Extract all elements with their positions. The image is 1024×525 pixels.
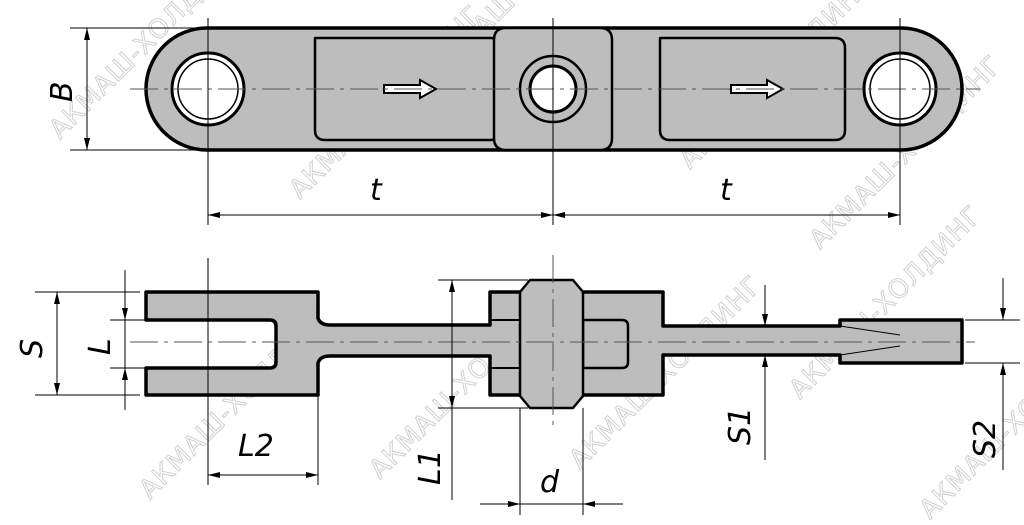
- dimension-S2: S2: [968, 420, 1003, 458]
- dimension-L: L: [83, 338, 118, 355]
- dimension-L2: L2: [238, 429, 274, 464]
- dimension-B: B: [45, 81, 80, 102]
- dimension-t-left: t: [370, 173, 383, 208]
- dimension-S1: S1: [723, 407, 758, 445]
- dimension-L1: L1: [413, 449, 448, 485]
- dimension-S: S: [15, 339, 50, 358]
- dimension-d: d: [540, 465, 560, 500]
- dimension-t-right: t: [720, 173, 733, 208]
- top-view: [70, 18, 980, 225]
- side-view: [35, 255, 1020, 515]
